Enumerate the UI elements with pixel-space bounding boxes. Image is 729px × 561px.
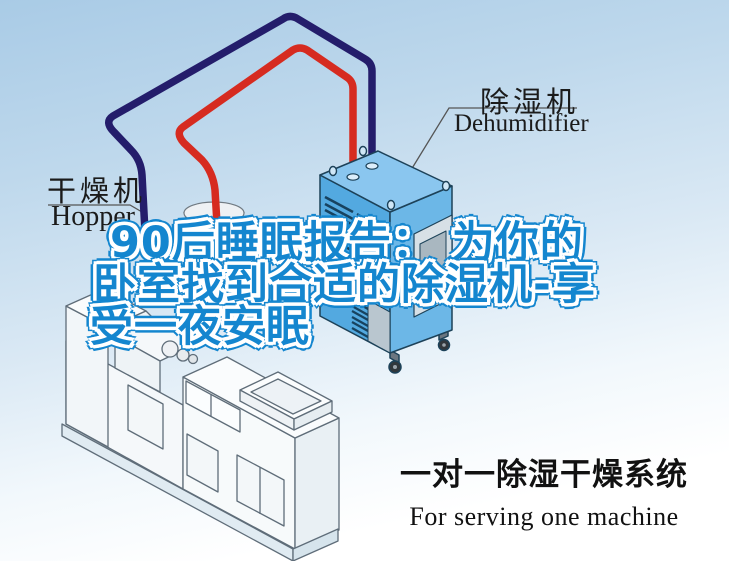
dehumidifier-leader-line: [410, 107, 577, 171]
machine-nozzle-mid: [176, 348, 190, 362]
headline-line-1: 90后睡眠报告： 为你的: [110, 218, 584, 268]
machine-clamp-frame-side2: [293, 400, 333, 431]
dehumidifier-knob-2: [443, 291, 449, 297]
hose-port-navy: [365, 162, 379, 170]
caption-chinese: 一对一除湿干燥系统: [400, 457, 688, 492]
caption-english: For serving one machine: [409, 502, 679, 531]
machine-glass-band: [185, 380, 241, 433]
dehumidifier-vents-lower: [351, 299, 369, 338]
dehumidifier-vents-upper-right: [356, 213, 372, 262]
dehumidifier-machine: [319, 145, 453, 374]
caption-block: 一对一除湿干燥系统 For serving one machine: [396, 449, 692, 532]
hopper-label-en: Hopper: [51, 201, 135, 232]
supply-hose-navy: [105, 12, 376, 236]
headline-line-3: 受一夜安眠: [90, 302, 310, 352]
machine-window-2: [186, 433, 219, 493]
dehumidifier-label-en: Dehumidifier: [454, 110, 589, 137]
return-hose-red: [175, 44, 357, 228]
machine-end-face: [294, 417, 340, 550]
machine-nozzle-tip: [187, 353, 199, 365]
hose-port-red: [346, 173, 360, 181]
machine-base-skirt: [61, 423, 294, 561]
dehumidifier-label-zh: 除湿机: [480, 87, 580, 119]
hopper-leader-line: [48, 204, 143, 213]
dehumidifier-door-grille: [419, 230, 447, 290]
molding-machine: [61, 288, 340, 561]
machine-nozzle-large: [161, 340, 179, 358]
dehumidifier-vents-upper: [324, 195, 354, 260]
dehumidifier-edge-strip: [367, 299, 391, 354]
machine-window-1: [127, 384, 164, 450]
lifting-eyelets: [328, 145, 451, 211]
machine-mid-deck-front: [114, 335, 161, 393]
hopper-neck-bottom: [203, 269, 225, 279]
machine-base-skirt-end: [292, 528, 339, 561]
hopper-label-zh: 干燥机: [47, 176, 147, 208]
dehumidifier-top-face: [319, 150, 453, 213]
machine-clamp-frame-hole: [250, 378, 322, 415]
dehumidifier-knob-1: [440, 284, 446, 290]
headline-line-2: 卧室找到合适的除湿机-享: [93, 260, 596, 310]
